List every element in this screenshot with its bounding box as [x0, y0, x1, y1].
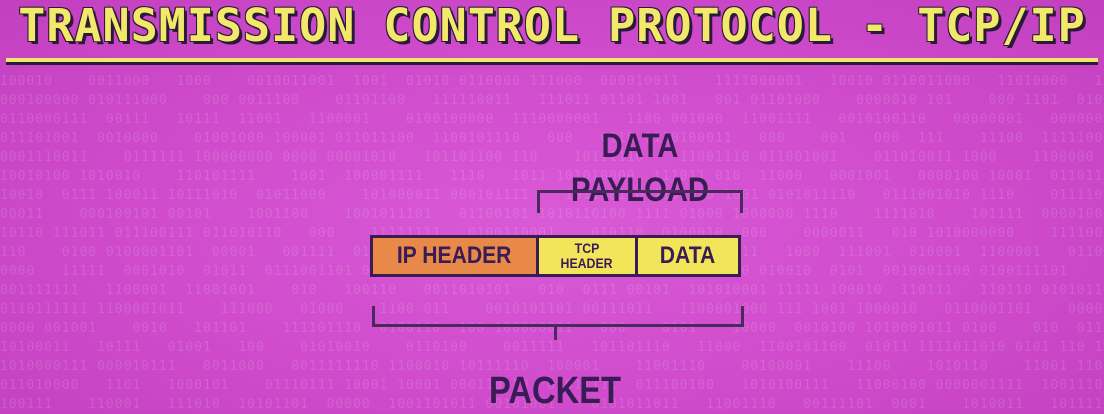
ip-header-label: IP HEADER	[397, 242, 512, 269]
data-segment: DATA	[638, 238, 738, 274]
packet-label: PACKET	[489, 370, 621, 412]
packet-bracket-stem	[554, 326, 557, 340]
packet-bracket	[372, 306, 744, 327]
page-title: TRANSMISSION CONTROL PROTOCOL - TCP/IP	[18, 0, 1086, 52]
tcp-header-label-line1: TCP	[574, 240, 600, 256]
data-label: DATA	[660, 242, 716, 269]
tcp-header-segment: TCP HEADER	[539, 238, 638, 274]
title-underline	[6, 58, 1098, 62]
data-payload-bracket-stem	[638, 178, 641, 191]
ip-header-segment: IP HEADER	[373, 238, 539, 274]
packet-diagram: IP HEADER TCP HEADER DATA	[370, 235, 741, 277]
tcp-header-label-line2: HEADER	[560, 255, 614, 271]
data-payload-bracket	[537, 190, 743, 213]
